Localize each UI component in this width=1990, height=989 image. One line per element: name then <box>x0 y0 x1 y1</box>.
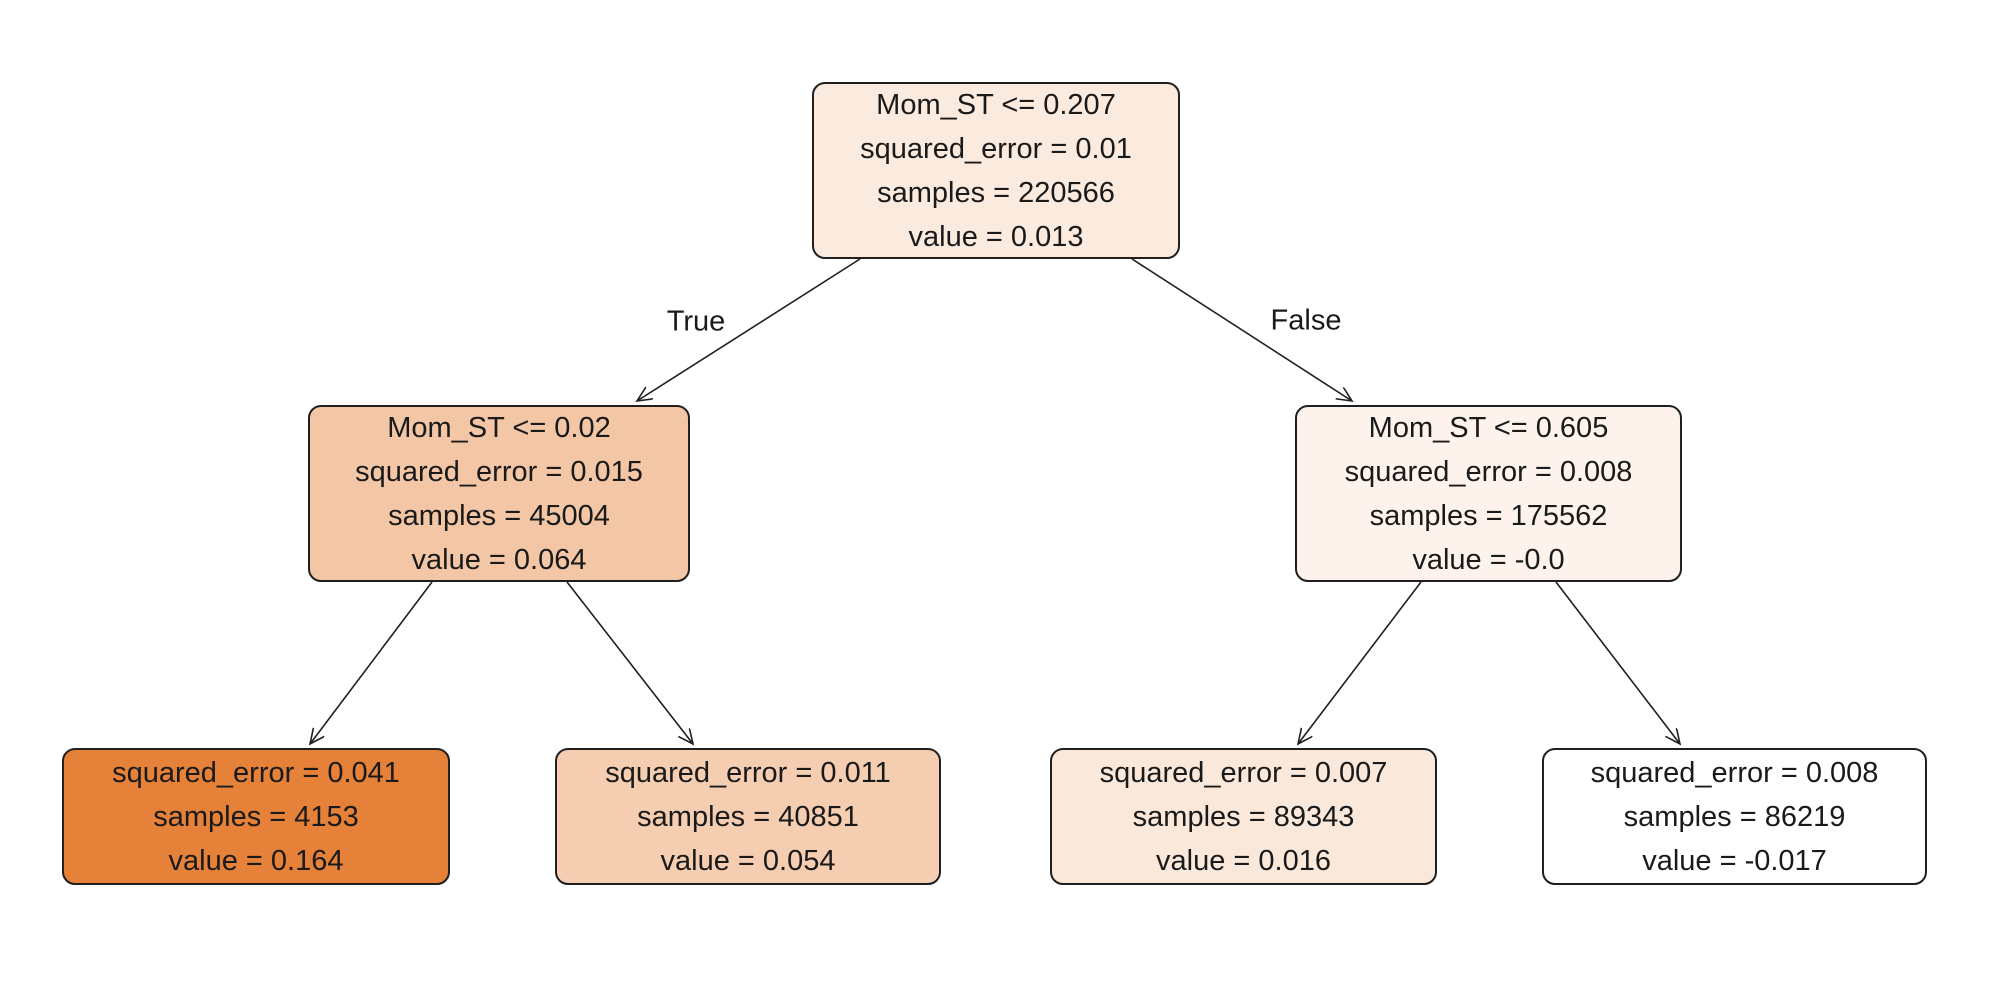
node-value: value = 0.164 <box>168 844 344 877</box>
tree-node-leaf-2: squared_error = 0.011 samples = 40851 va… <box>555 748 941 885</box>
tree-node-leaf-1: squared_error = 0.041 samples = 4153 val… <box>62 748 450 885</box>
node-squared-error: squared_error = 0.008 <box>1344 455 1633 488</box>
tree-node-leaf-4: squared_error = 0.008 samples = 86219 va… <box>1542 748 1927 885</box>
node-value: value = 0.016 <box>1156 844 1331 877</box>
node-value: value = -0.017 <box>1642 844 1827 877</box>
node-squared-error: squared_error = 0.011 <box>605 756 891 789</box>
tree-node-root: Mom_ST <= 0.207 squared_error = 0.01 sam… <box>812 82 1180 259</box>
node-value: value = 0.013 <box>908 220 1084 253</box>
node-squared-error: squared_error = 0.007 <box>1099 756 1388 789</box>
tree-node-leaf-3: squared_error = 0.007 samples = 89343 va… <box>1050 748 1437 885</box>
edge-left-to-leaf2 <box>566 581 693 744</box>
node-samples: samples = 175562 <box>1369 499 1608 532</box>
tree-node-left-internal: Mom_ST <= 0.02 squared_error = 0.015 sam… <box>308 405 690 582</box>
node-samples: samples = 86219 <box>1623 800 1846 833</box>
tree-node-right-internal: Mom_ST <= 0.605 squared_error = 0.008 sa… <box>1295 405 1682 582</box>
node-squared-error: squared_error = 0.01 <box>860 132 1132 165</box>
node-value: value = 0.054 <box>660 844 836 877</box>
node-samples: samples = 89343 <box>1132 800 1355 833</box>
node-value: value = -0.0 <box>1412 543 1565 576</box>
node-split-condition: Mom_ST <= 0.605 <box>1368 411 1609 444</box>
node-squared-error: squared_error = 0.041 <box>112 756 400 789</box>
node-samples: samples = 45004 <box>388 499 610 532</box>
node-split-condition: Mom_ST <= 0.02 <box>387 411 611 444</box>
node-samples: samples = 220566 <box>877 176 1115 209</box>
edge-right-to-leaf3 <box>1298 581 1422 744</box>
node-samples: samples = 4153 <box>153 800 359 833</box>
edge-label-false: False <box>1270 304 1342 337</box>
edge-right-to-leaf4 <box>1555 581 1680 744</box>
node-split-condition: Mom_ST <= 0.207 <box>876 88 1116 121</box>
edge-left-to-leaf1 <box>310 581 433 744</box>
node-samples: samples = 40851 <box>637 800 859 833</box>
node-squared-error: squared_error = 0.008 <box>1590 756 1879 789</box>
node-squared-error: squared_error = 0.015 <box>355 455 643 488</box>
node-value: value = 0.064 <box>411 543 587 576</box>
edge-label-true: True <box>666 305 726 338</box>
